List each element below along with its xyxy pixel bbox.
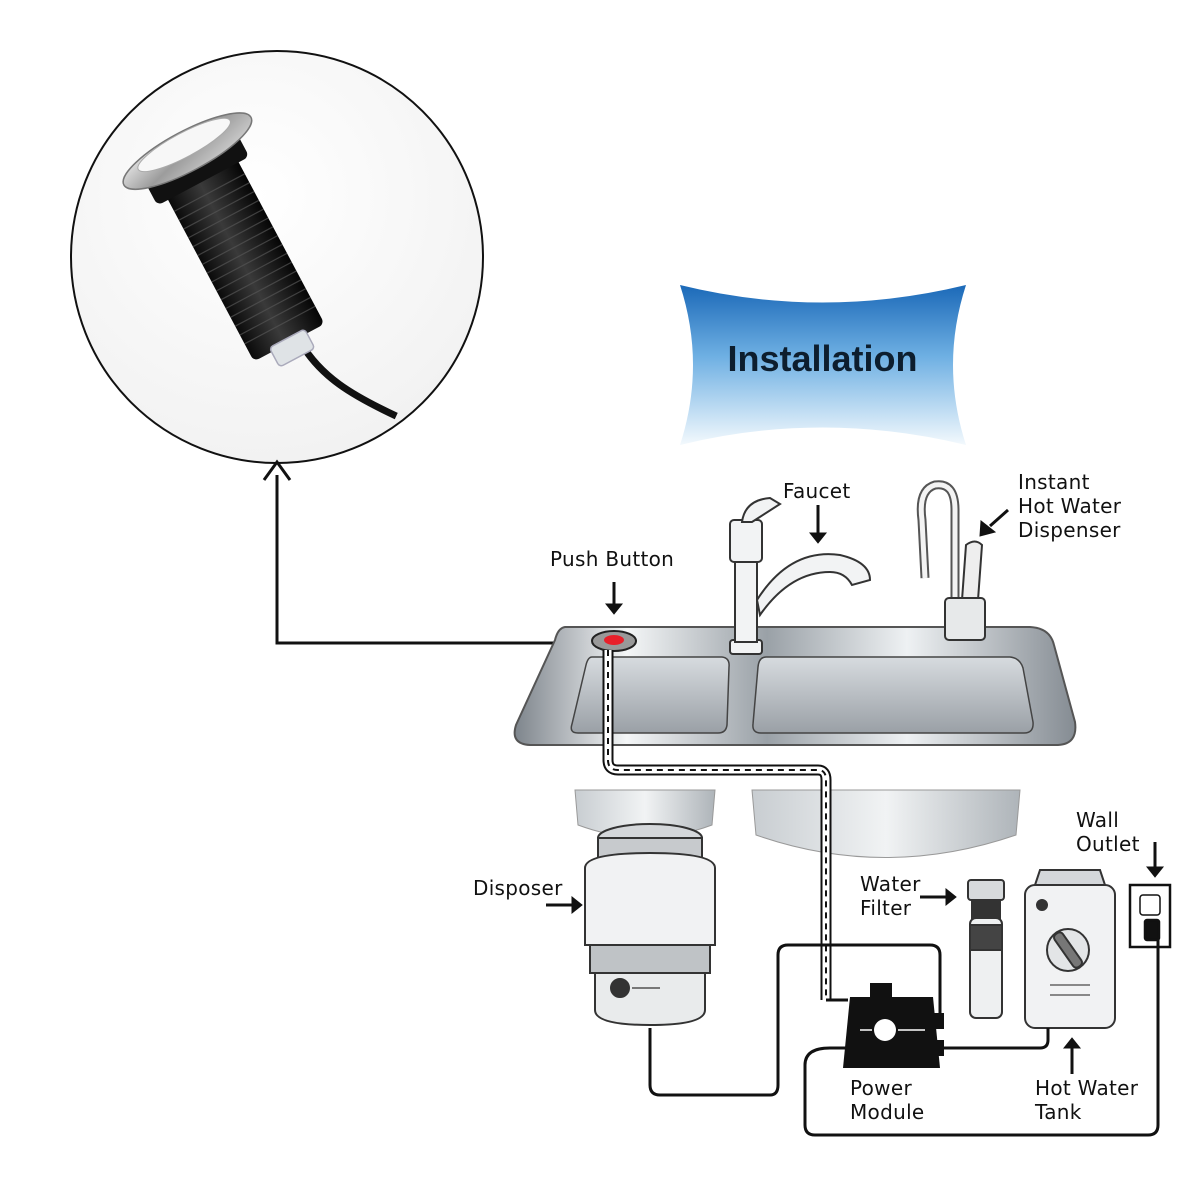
label-faucet: Faucet xyxy=(783,479,851,503)
label-hot-water-tank-line-1: Hot Water xyxy=(1035,1076,1139,1100)
label-power-module-line-2: Module xyxy=(850,1100,925,1124)
label-power-module: Power Module xyxy=(850,1076,925,1124)
hot-water-dispenser-icon xyxy=(916,480,986,641)
label-hot-water-dispenser-line-3: Dispenser xyxy=(1018,518,1121,542)
air-tube xyxy=(602,650,848,1002)
label-push-button: Push Button xyxy=(550,547,675,571)
faucet-icon xyxy=(729,496,872,655)
disposer-icon xyxy=(584,823,716,1027)
label-wall-outlet-line-2: Outlet xyxy=(1076,832,1140,856)
banner-title: Installation xyxy=(727,338,918,379)
hot-water-tank-icon xyxy=(1024,869,1116,1029)
leader-line xyxy=(275,475,610,645)
label-water-filter: Water Filter xyxy=(860,872,921,920)
label-hot-water-tank-line-2: Tank xyxy=(1035,1100,1082,1124)
push-button-closeup-photo xyxy=(70,50,484,464)
water-filter-icon xyxy=(967,879,1005,1019)
power-cords xyxy=(648,940,1160,1137)
label-hot-water-dispenser-line-1: Instant xyxy=(1018,470,1090,494)
label-disposer: Disposer xyxy=(473,876,563,900)
push-button-indicator-icon xyxy=(591,630,637,652)
label-arrows xyxy=(546,505,1165,1074)
power-module-icon xyxy=(843,983,944,1068)
label-power-module-line-1: Power xyxy=(850,1076,912,1100)
label-hot-water-tank: Hot Water Tank xyxy=(1035,1076,1138,1124)
label-water-filter-line-2: Filter xyxy=(860,896,912,920)
installation-banner xyxy=(680,285,966,445)
leader-arrowhead xyxy=(262,459,292,481)
label-hot-water-dispenser: Instant Hot Water Dispenser xyxy=(1018,470,1121,542)
label-wall-outlet-line-1: Wall xyxy=(1076,808,1120,832)
wall-outlet-icon xyxy=(1128,883,1172,949)
label-wall-outlet: Wall Outlet xyxy=(1076,808,1140,856)
label-hot-water-dispenser-line-2: Hot Water xyxy=(1018,494,1122,518)
label-water-filter-line-1: Water xyxy=(860,872,921,896)
